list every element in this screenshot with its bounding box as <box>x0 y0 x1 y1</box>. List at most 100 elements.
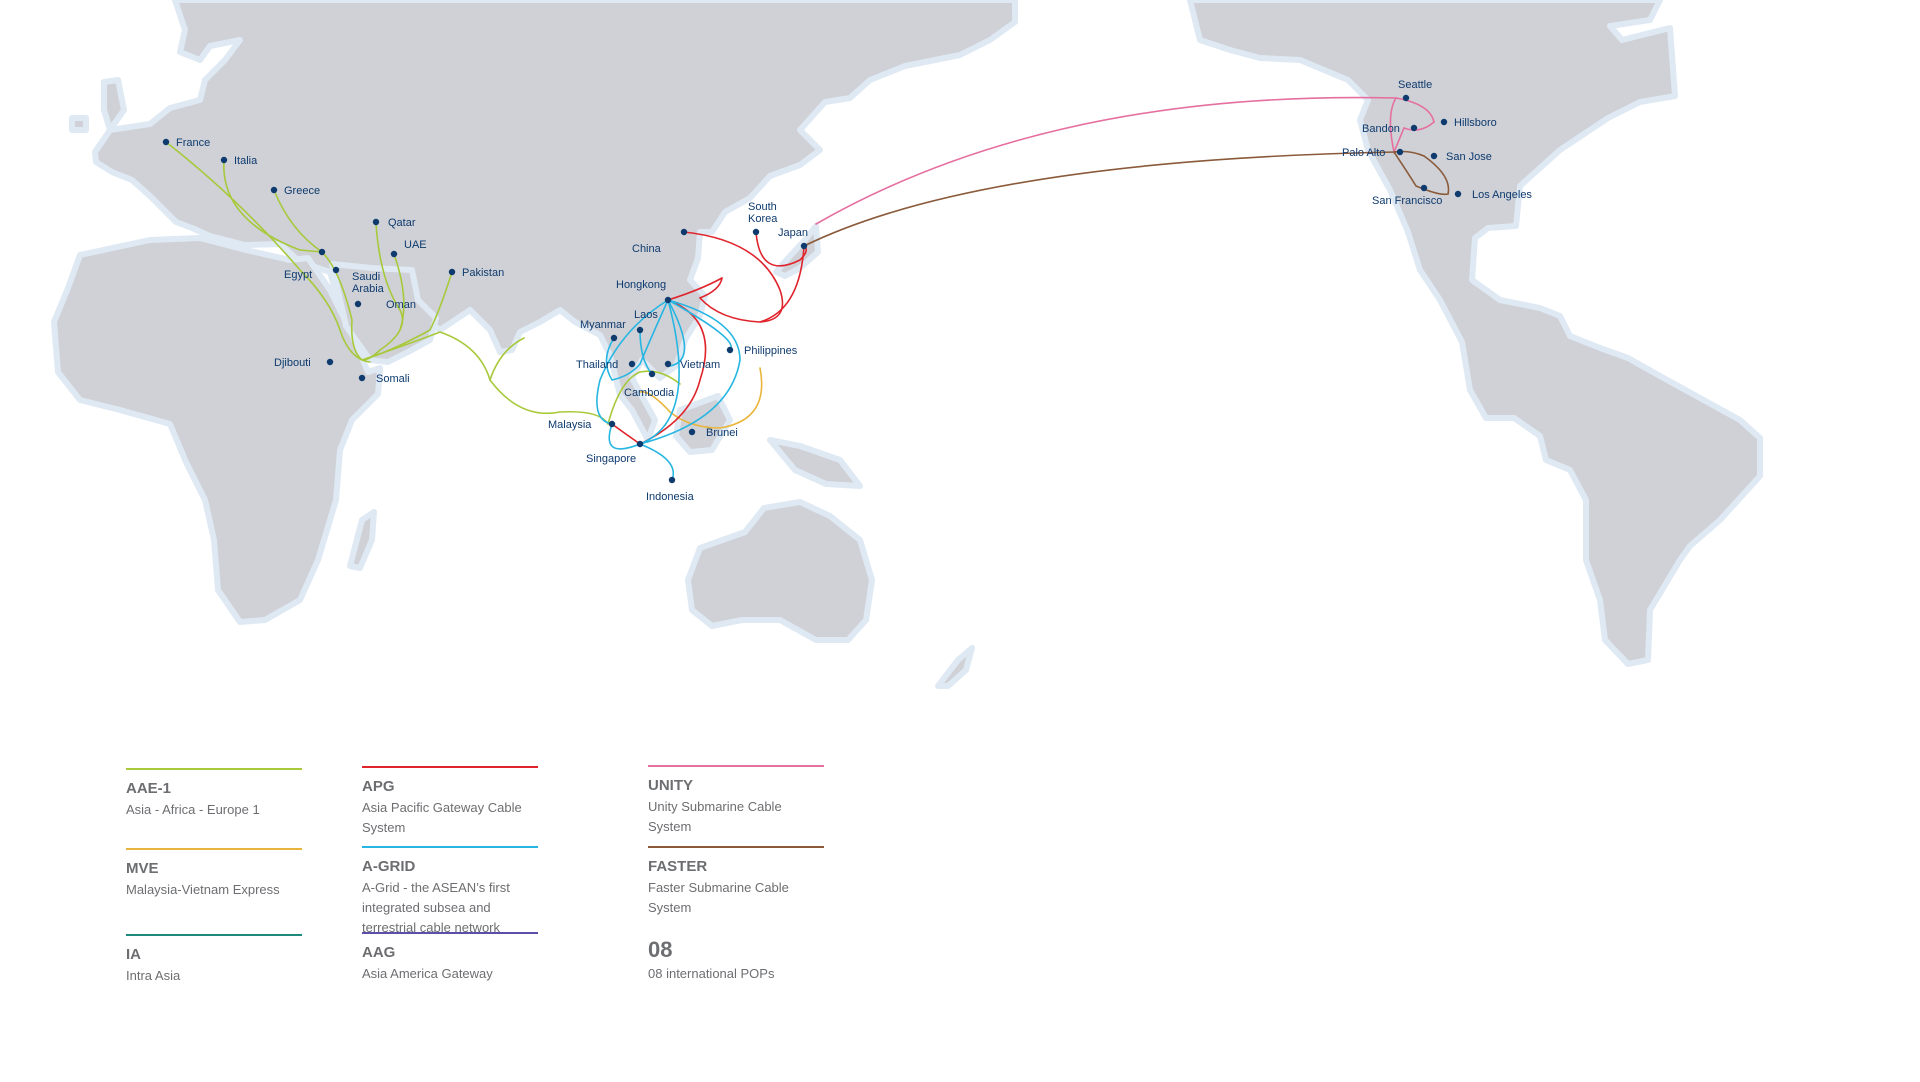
city-marker-italia <box>220 156 228 164</box>
legend-item-faster: FASTER Faster Submarine Cable System <box>648 846 824 918</box>
city-label-pakistan: Pakistan <box>462 267 504 279</box>
cable-agrid-9 <box>639 299 741 445</box>
legend-code-agrid: A-GRID <box>362 858 416 875</box>
landmass-madagascar <box>347 509 377 571</box>
cable-aae1-egypt <box>321 251 363 361</box>
city-label-japan: Japan <box>778 227 808 239</box>
legend-item-ia: IA Intra Asia <box>126 934 302 986</box>
legend-item-aag: AAG Asia America Gateway <box>362 932 538 984</box>
city-label-hillsboro: Hillsboro <box>1454 117 1497 129</box>
city-label-paloalto: Palo Alto <box>1342 147 1385 159</box>
city-label-seattle: Seattle <box>1398 79 1432 91</box>
legend-line-aag <box>362 932 538 934</box>
legend-desc-unity: Unity Submarine Cable System <box>648 799 782 834</box>
cable-apg-china <box>683 231 784 323</box>
cable-aae1-greece <box>273 189 323 253</box>
city-marker-brunei <box>688 428 696 436</box>
city-label-italia: Italia <box>234 155 258 167</box>
city-label-indonesia: Indonesia <box>646 491 695 503</box>
legend-line-agrid <box>362 846 538 848</box>
legend-code-aae1: AAE-1 <box>126 780 172 797</box>
city-label-egypt: Egypt <box>284 269 312 281</box>
landmass-newzealand <box>935 645 975 689</box>
legend-line-unity <box>648 765 824 767</box>
city-marker-japan <box>800 242 808 250</box>
cable-aae1-france <box>165 141 371 363</box>
legend-item-unity: UNITY Unity Submarine Cable System <box>648 765 824 837</box>
legend-line-faster <box>648 846 824 848</box>
legend-desc-aae1: Asia - Africa - Europe 1 <box>126 802 260 817</box>
cable-unity-transpacific <box>815 96 1397 225</box>
city-label-losangeles: Los Angeles <box>1472 189 1532 201</box>
city-marker-laos <box>636 326 644 334</box>
city-label-malaysia: Malaysia <box>548 419 592 431</box>
cable-unity-bandon-hillsboro <box>1403 121 1435 131</box>
cable-aae1-india <box>489 337 525 381</box>
cable-aae1-uae <box>393 253 405 331</box>
city-label-sanfrancisco: San Francisco <box>1372 195 1442 207</box>
legend-desc-ia: Intra Asia <box>126 968 181 983</box>
city-label-bandon: Bandon <box>1362 123 1400 135</box>
legend-item-pops: 08 08 international POPs <box>648 938 824 984</box>
city-marker-singapore <box>636 440 644 448</box>
legend-item-mve: MVE Malaysia-Vietnam Express <box>126 848 302 900</box>
city-label-vietnam: Vietnam <box>680 359 720 371</box>
city-marker-philippines <box>726 346 734 354</box>
city-label-myanmar: Myanmar <box>580 319 626 331</box>
city-marker-somali <box>358 374 366 382</box>
legend-desc-mve: Malaysia-Vietnam Express <box>126 882 280 897</box>
legend-item-agrid: A-GRID A-Grid - the ASEAN’s first integr… <box>362 846 538 938</box>
legend-line-apg <box>362 766 538 768</box>
cable-apg-hk <box>667 277 723 301</box>
city-marker-saudi <box>332 266 340 274</box>
landmass-ireland <box>69 115 89 133</box>
city-marker-hillsboro <box>1440 118 1448 126</box>
city-marker-cambodia <box>648 370 656 378</box>
legend-code-pops: 08 <box>648 937 673 962</box>
landmass-north-america <box>1187 0 1763 667</box>
city-label-hongkong: Hongkong <box>616 279 666 291</box>
city-label-cambodia: Cambodia <box>624 387 675 399</box>
city-marker-thailand <box>628 360 636 368</box>
cable-agrid-4 <box>639 299 669 365</box>
legend-desc-pops: 08 international POPs <box>648 966 775 981</box>
city-label-somali: Somali <box>376 373 410 385</box>
city-marker-greece <box>270 186 278 194</box>
landmass-newguinea <box>767 437 863 489</box>
cable-apg-korea <box>755 231 808 267</box>
city-marker-paloalto <box>1396 148 1404 156</box>
legend-item-apg: APG Asia Pacific Gateway Cable System <box>362 766 538 838</box>
landmass-australia <box>685 499 875 643</box>
city-marker-myanmar <box>610 334 618 342</box>
city-label-uae: UAE <box>404 239 427 251</box>
cable-agrid-5 <box>608 299 680 450</box>
legend-desc-apg: Asia Pacific Gateway Cable System <box>362 800 522 835</box>
cable-mve <box>639 367 763 429</box>
cable-faster-paloalto-sanjose <box>1393 150 1425 157</box>
cable-aae1-asia <box>607 370 681 425</box>
city-marker-vietnam <box>664 360 672 368</box>
legend-code-faster: FASTER <box>648 858 708 875</box>
cable-apg-singapore <box>611 423 641 445</box>
cable-faster-sanjose-losangeles <box>1423 155 1450 195</box>
cable-faster-paloalto-losangeles <box>1393 151 1449 196</box>
legend-code-ia: IA <box>126 946 141 963</box>
city-label-brunei: Brunei <box>706 427 738 439</box>
cable-unity-seattle-hillsboro <box>1395 97 1435 123</box>
city-marker-egypt <box>318 248 326 256</box>
legend-code-apg: APG <box>362 778 395 795</box>
legend-line-ia <box>126 934 302 936</box>
city-label-greece: Greece <box>284 185 320 197</box>
legend-code-unity: UNITY <box>648 777 693 794</box>
city-label-singapore: Singapore <box>586 453 636 465</box>
legend-desc-agrid: A-Grid - the ASEAN’s first integrated su… <box>362 880 510 935</box>
legend-desc-faster: Faster Submarine Cable System <box>648 880 789 915</box>
city-marker-djibouti <box>326 358 334 366</box>
city-label-laos: Laos <box>634 309 658 321</box>
city-label-thailand: Thailand <box>576 359 618 371</box>
city-marker-china <box>680 228 688 236</box>
city-marker-seattle <box>1402 94 1410 102</box>
cable-layer <box>165 96 1450 481</box>
cable-agrid-3 <box>596 299 669 425</box>
